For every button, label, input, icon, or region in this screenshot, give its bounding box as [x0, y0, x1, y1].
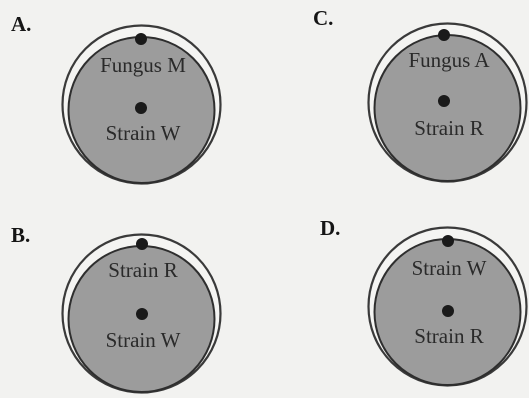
petri-dish-b: Strain R Strain W — [60, 232, 223, 395]
petri-dish-a: Fungus M Strain W — [60, 23, 223, 186]
dish-c-top-label: Fungus A — [379, 50, 519, 71]
petri-dish-c: Fungus A Strain R — [366, 21, 529, 184]
panel-letter-b: B. — [11, 225, 30, 246]
inoculation-dot-bottom-b — [136, 308, 148, 320]
panel-letter-c: C. — [313, 8, 333, 29]
dish-d-top-label: Strain W — [379, 258, 519, 279]
petri-dish-d: Strain W Strain R — [366, 225, 529, 388]
dish-c-bottom-label: Strain R — [379, 118, 519, 139]
dish-a-bottom-label: Strain W — [73, 123, 213, 144]
inoculation-dot-top-d — [442, 235, 454, 247]
inoculation-dot-bottom-c — [438, 95, 450, 107]
dish-b-top-label: Strain R — [73, 260, 213, 281]
dish-d-bottom-label: Strain R — [379, 326, 519, 347]
inoculation-dot-bottom-d — [442, 305, 454, 317]
panel-letter-d: D. — [320, 218, 340, 239]
inoculation-dot-bottom-a — [135, 102, 147, 114]
inoculation-dot-top-c — [438, 29, 450, 41]
panel-letter-a: A. — [11, 14, 31, 35]
inoculation-dot-top-a — [135, 33, 147, 45]
inoculation-dot-top-b — [136, 238, 148, 250]
dish-a-top-label: Fungus M — [73, 55, 213, 76]
dish-b-bottom-label: Strain W — [73, 330, 213, 351]
